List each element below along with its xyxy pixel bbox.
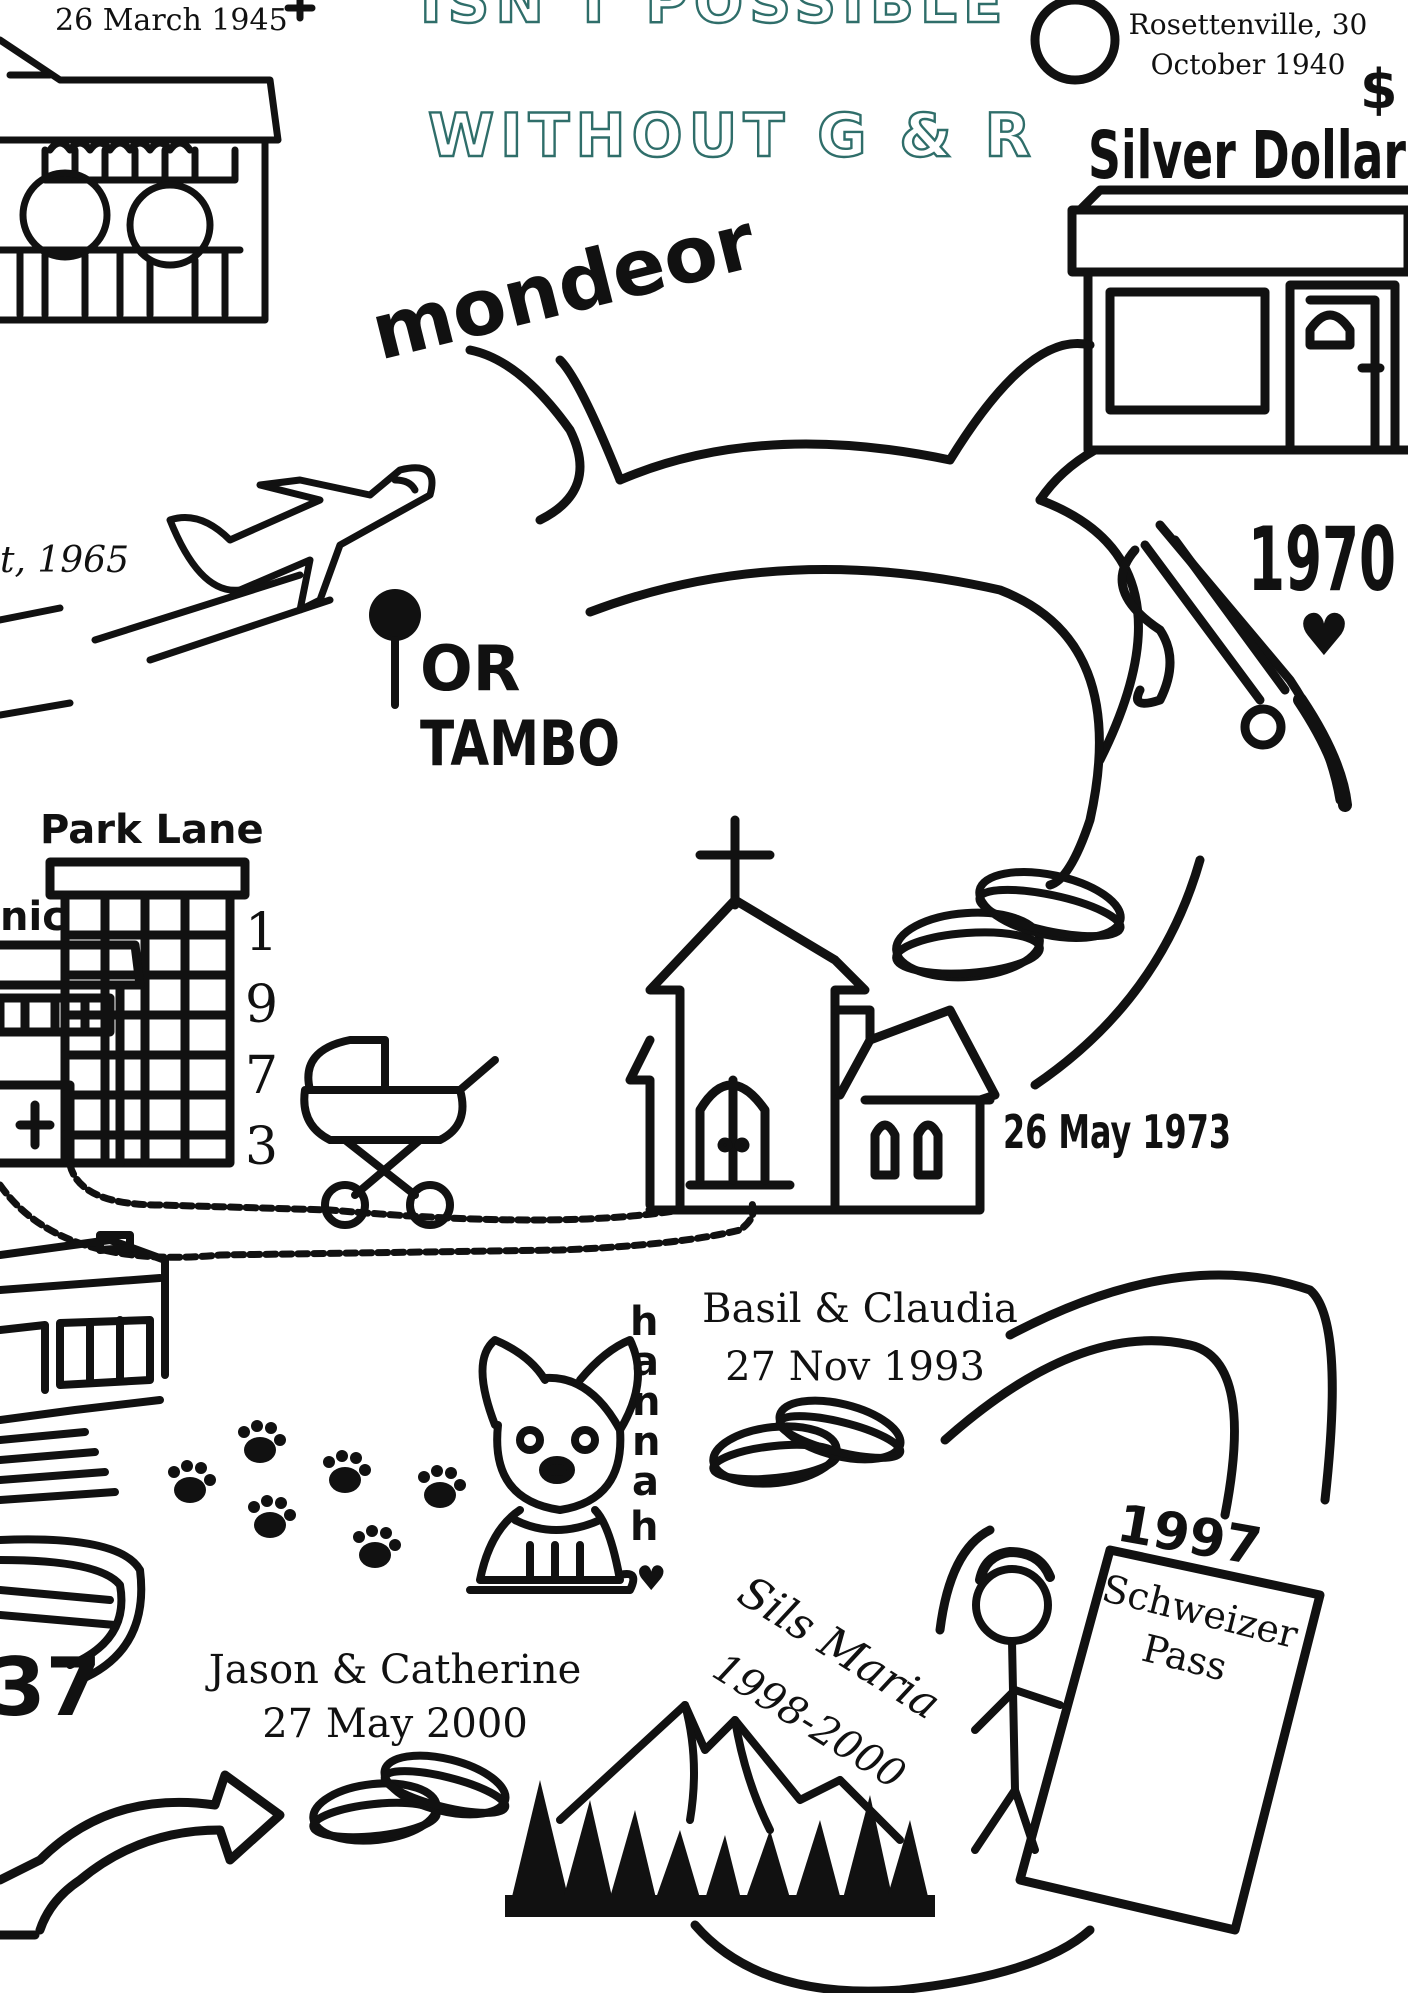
airplane-icon [0, 464, 436, 719]
shop-icon [1067, 185, 1408, 455]
mondeor-label: mondeor [363, 196, 765, 378]
stick-figure-icon [971, 1547, 1064, 1854]
road-curve [935, 1270, 1337, 1635]
wedding-rings-icon [892, 868, 1125, 982]
clinic-label-partial: nic [0, 894, 66, 940]
dog-icon [466, 1336, 642, 1594]
house-stairs-icon [0, 1231, 169, 1684]
birth-date-1945: 26 March 1945 [55, 3, 288, 38]
trees-icon [505, 1780, 935, 1917]
basil-claudia-date: 27 Nov 1993 [725, 1344, 985, 1390]
tambo-label: TAMBO [420, 707, 620, 780]
silver-dollar-label: Silver Dollar [1088, 117, 1406, 194]
vertical-year-7: 7 [245, 1046, 278, 1106]
hannah-letter-3: n [632, 1379, 660, 1425]
house-icon [0, 0, 316, 324]
skateboard-icon [1117, 520, 1352, 812]
wedding-rings-icon [309, 1751, 510, 1845]
basil-claudia-names: Basil & Claudia [702, 1286, 1018, 1332]
passport-icon [1015, 1545, 1325, 1935]
hannah-letter-6: h [630, 1504, 658, 1550]
park-lane-label: Park Lane [40, 807, 264, 853]
year-1970: 1970 [1248, 508, 1396, 611]
arrow-icon [0, 1770, 285, 1940]
hannah-letter-4: n [632, 1419, 660, 1465]
or-label: OR [420, 632, 520, 705]
timeline-rope [0, 1161, 757, 1261]
rosettenville-line-1: Rosettenville, 30 [1129, 8, 1368, 41]
dollar-sign-icon: $ [1360, 58, 1398, 121]
wedding-rings-icon [709, 1396, 905, 1488]
mondeor-outline [465, 339, 1205, 1090]
vertical-year-3: 3 [245, 1117, 278, 1177]
title-line-1: ISN'T POSSIBLE [420, 0, 1009, 36]
jason-catherine-date: 27 May 2000 [262, 1701, 528, 1747]
church-icon [625, 815, 1000, 1215]
vertical-year-1: 1 [245, 903, 278, 963]
heart-icon: ♥ [1298, 601, 1350, 669]
hannah-letter-2: a [632, 1339, 659, 1385]
map-pin-icon [1030, 0, 1120, 85]
stroller-icon [300, 1036, 499, 1229]
or-tambo-pin [369, 589, 421, 709]
building-icon [0, 857, 250, 1168]
jason-catherine-names: Jason & Catherine [205, 1647, 582, 1693]
paw-prints-icon [168, 1420, 466, 1568]
road-bottom [690, 1920, 1095, 1993]
rosettenville-line-2: October 1940 [1151, 48, 1346, 81]
left-year-1965: t, 1965 [0, 540, 129, 581]
hannah-heart-icon: ♥ [636, 1559, 666, 1599]
title-line-2: WITHOUT G & R [428, 101, 1037, 171]
left-edge-number: 37 [0, 1641, 101, 1734]
vertical-year-9: 9 [245, 975, 278, 1035]
church-date-label: 26 May 1973 [1003, 1105, 1231, 1159]
hannah-letter-5: a [632, 1459, 659, 1505]
hannah-letter-1: h [630, 1299, 658, 1345]
mountain-icon [556, 1701, 904, 1844]
